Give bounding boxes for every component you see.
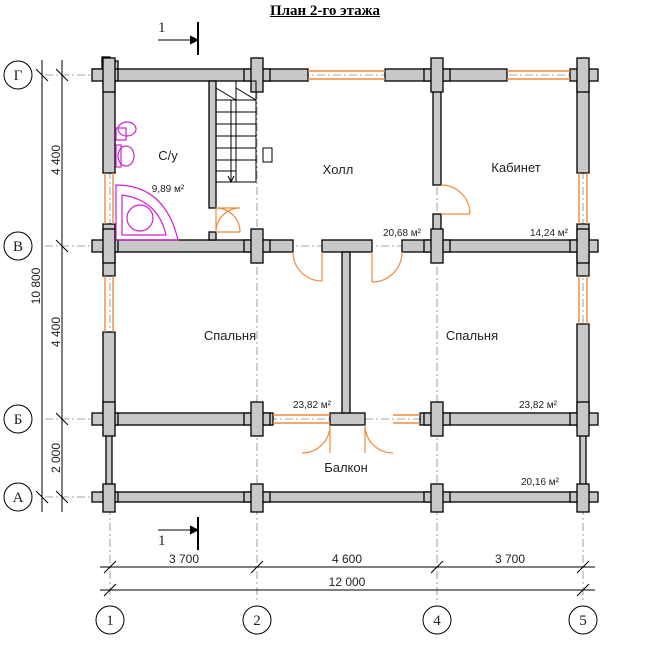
room-labels: С/у 9,89 м² Холл 20,68 м² Кабинет 14,24 … (152, 148, 569, 488)
room-office-name: Кабинет (491, 160, 540, 175)
dim-horizontal-3: 3 700 (495, 552, 525, 566)
room-bedroom-right-name: Спальня (446, 328, 498, 343)
dim-horizontal-2: 4 600 (332, 552, 362, 566)
doors (215, 184, 471, 454)
room-bathroom-area: 9,89 м² (152, 184, 185, 195)
axis-bubbles: Г В Б А 1 2 4 5 (3, 60, 598, 635)
dim-vertical-2: 4 400 (49, 317, 63, 347)
axis-row-v: В (13, 239, 23, 255)
windows (104, 70, 588, 424)
room-bathroom-name: С/у (158, 148, 178, 163)
axis-col-1: 1 (106, 613, 114, 629)
room-hall-area: 20,68 м² (383, 228, 422, 239)
section-marks: 1 1 (158, 20, 200, 550)
room-balcony-area: 20,16 м² (521, 477, 560, 488)
dim-total-horizontal: 12 000 (329, 575, 366, 589)
axis-col-5: 5 (579, 613, 587, 629)
axis-row-b: Б (14, 412, 23, 428)
room-bedroom-left-name: Спальня (204, 328, 256, 343)
walls (102, 68, 590, 503)
room-bedroom-left-area: 23,82 м² (293, 400, 332, 411)
room-office-area: 14,24 м² (530, 228, 569, 239)
section-mark-top: 1 (158, 20, 166, 36)
dim-vertical-3: 2 000 (49, 443, 63, 473)
room-balcony-name: Балкон (324, 460, 368, 475)
room-hall-name: Холл (323, 162, 354, 177)
dimensions-horizontal: 3 700 4 600 3 700 12 000 (100, 552, 595, 597)
axis-grid (45, 74, 590, 600)
dim-horizontal-1: 3 700 (169, 552, 199, 566)
dim-total-vertical: 10 800 (29, 267, 43, 304)
room-bedroom-right-area: 23,82 м² (519, 400, 558, 411)
wall-joints (91, 56, 599, 513)
axis-col-4: 4 (433, 613, 441, 629)
dim-vertical-1: 4 400 (49, 145, 63, 175)
dimensions-vertical: 10 800 4 400 4 400 2 000 (29, 60, 69, 512)
page-title: План 2-го этажа (269, 3, 381, 19)
axis-col-2: 2 (253, 613, 261, 629)
bathroom-fixtures (115, 121, 179, 241)
axis-row-a: А (13, 490, 24, 506)
section-mark-bottom: 1 (158, 533, 166, 549)
axis-row-g: Г (14, 68, 23, 84)
staircase (215, 80, 273, 184)
